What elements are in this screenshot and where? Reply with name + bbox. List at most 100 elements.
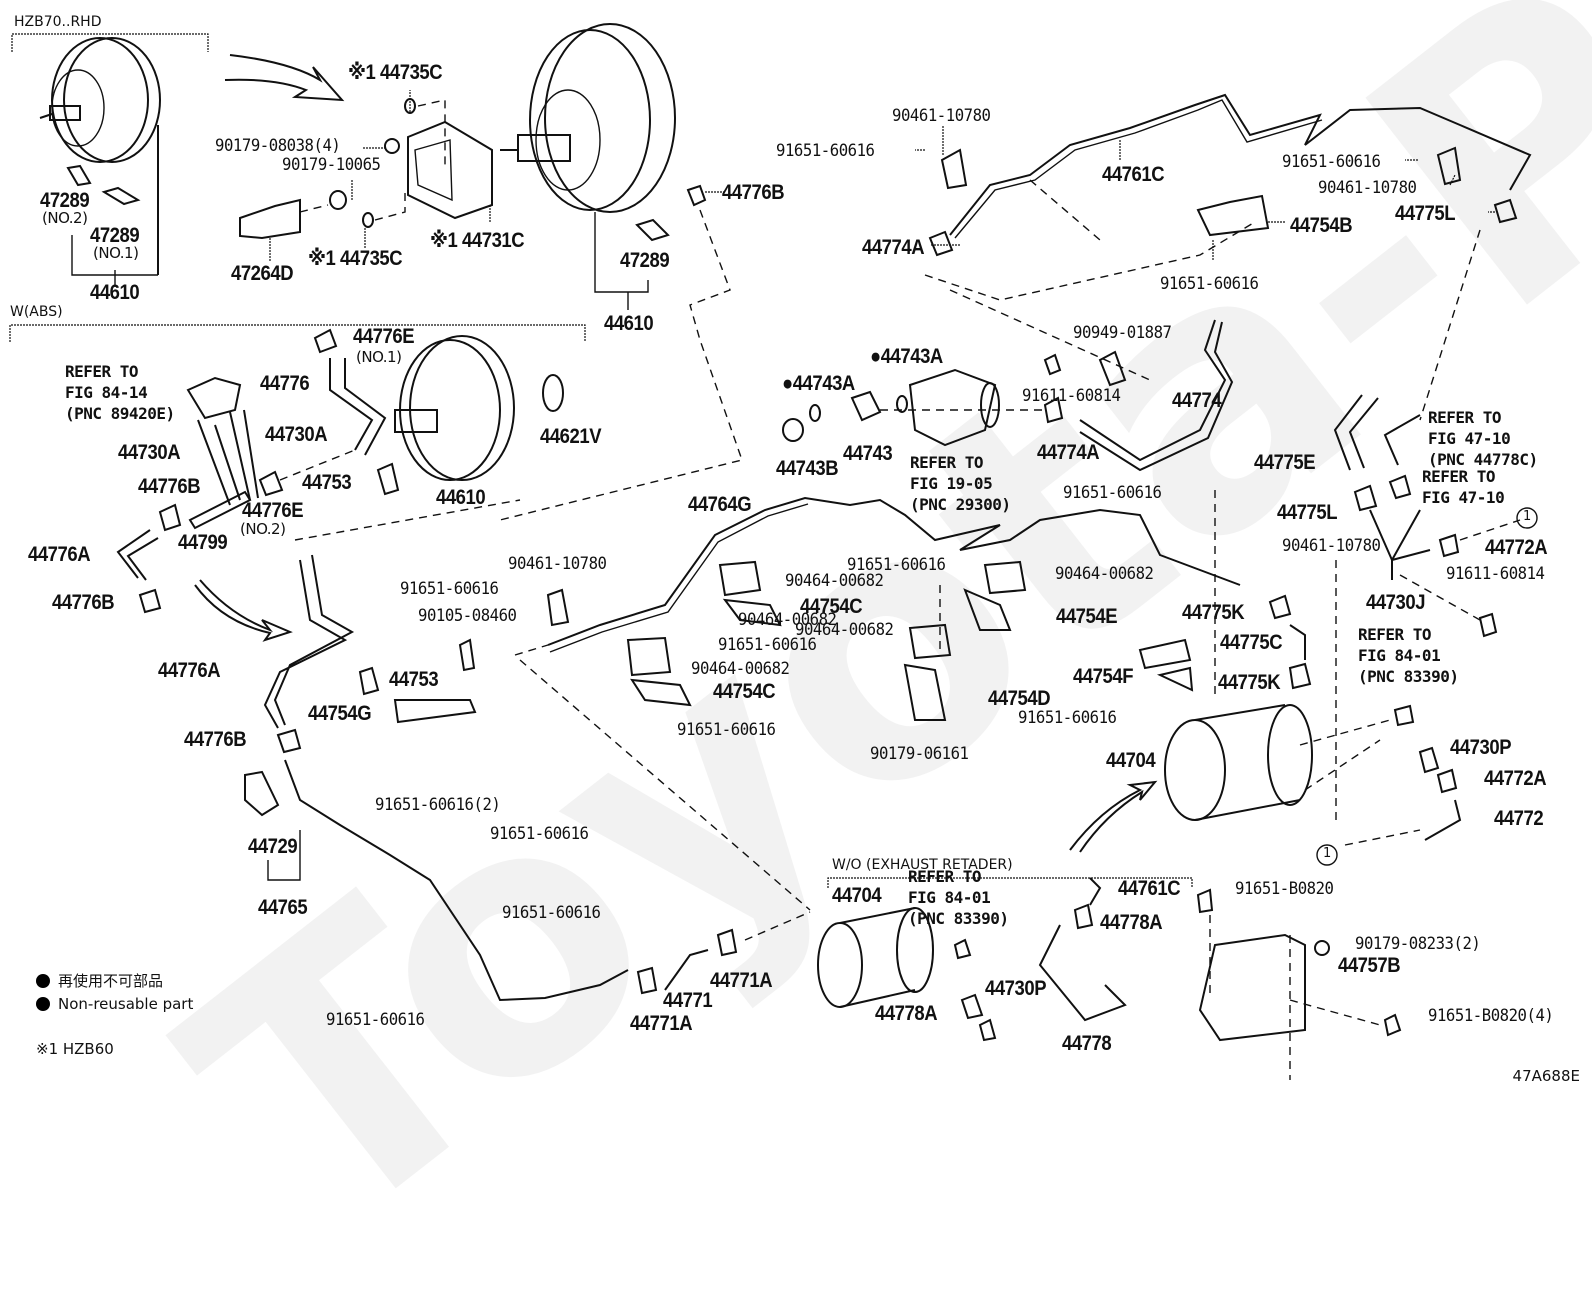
part-label[interactable]: 44610 [604, 312, 654, 335]
reference-note[interactable]: REFER TO FIG 47-10 [1422, 467, 1505, 507]
part-label[interactable]: 44775K [1182, 601, 1245, 624]
reference-note[interactable]: REFER TO FIG 84-01 (PNC 83390) [908, 867, 1009, 928]
part-label[interactable]: ※1 44735C [348, 61, 443, 84]
part-label[interactable]: 91651-60616 [776, 141, 875, 161]
part-label[interactable]: 91651-60616 [677, 720, 776, 740]
part-label[interactable]: 44704 [832, 884, 882, 907]
part-label[interactable]: 44753 [389, 668, 439, 691]
part-label[interactable]: 44778A [875, 1002, 938, 1025]
part-label[interactable]: 44753 [302, 471, 352, 494]
part-label[interactable]: 44610 [436, 486, 486, 509]
part-label[interactable]: 44743B [776, 457, 839, 480]
part-label[interactable]: 44730A [265, 423, 328, 446]
part-label[interactable]: 91651-60616 [1018, 708, 1117, 728]
part-label[interactable]: 47289 [90, 224, 140, 247]
part-label[interactable]: 90179-06161 [870, 744, 969, 764]
part-label[interactable]: 44704 [1106, 749, 1156, 772]
reference-note[interactable]: REFER TO FIG 84-01 (PNC 83390) [1358, 625, 1459, 686]
part-label[interactable]: 44743 [843, 442, 893, 465]
part-label[interactable]: 47289 [40, 189, 90, 212]
part-label[interactable]: 44772A [1484, 767, 1547, 790]
part-label[interactable]: 47289 [620, 249, 670, 272]
part-label[interactable]: 44776A [28, 543, 91, 566]
part-label[interactable]: 44729 [248, 835, 298, 858]
part-label[interactable]: 44754D [988, 687, 1051, 710]
part-label[interactable]: 90179-10065 [282, 155, 381, 175]
part-label[interactable]: 91651-60616 [400, 579, 499, 599]
part-label[interactable]: 91611-60814 [1446, 564, 1545, 584]
part-label[interactable]: 90461-10780 [508, 554, 607, 574]
part-label[interactable]: 90464-00682 [785, 571, 884, 591]
part-label[interactable]: 44776B [52, 591, 115, 614]
part-label[interactable]: 44730J [1366, 591, 1426, 614]
part-label[interactable]: 44761C [1118, 877, 1181, 900]
part-label[interactable]: 44775E [1254, 451, 1316, 474]
part-label[interactable]: 47264D [231, 262, 294, 285]
part-label[interactable]: ※1 44731C [430, 229, 525, 252]
part-label[interactable]: 44776E [353, 325, 415, 348]
part-label[interactable]: 90464-00682 [795, 620, 894, 640]
part-label[interactable]: 90464-00682 [738, 610, 837, 630]
part-label[interactable]: 91651-60616 [1160, 274, 1259, 294]
part-label[interactable]: 90461-10780 [1282, 536, 1381, 556]
part-label[interactable]: 44776 [260, 372, 310, 395]
part-label[interactable]: 44774 [1172, 389, 1222, 412]
part-label[interactable]: ※1 44735C [308, 247, 403, 270]
part-label[interactable]: 44754F [1073, 665, 1134, 688]
part-label[interactable]: 90464-00682 [1055, 564, 1154, 584]
part-label[interactable]: 44776B [138, 475, 201, 498]
reference-note[interactable]: REFER TO FIG 47-10 (PNC 44778C) [1428, 408, 1538, 469]
part-label[interactable]: 91651-B0820 [1235, 879, 1334, 899]
part-label[interactable]: 44730P [985, 977, 1047, 1000]
part-label[interactable]: 90179-08233(2) [1355, 934, 1481, 954]
part-label[interactable]: 44761C [1102, 163, 1165, 186]
part-label[interactable]: 91651-60616 [326, 1010, 425, 1030]
part-label[interactable]: 44754C [713, 680, 776, 703]
part-label[interactable]: 44775K [1218, 671, 1281, 694]
part-label[interactable]: 44799 [178, 531, 228, 554]
part-label[interactable]: 90461-10780 [892, 106, 991, 126]
part-label[interactable]: 44778A [1100, 911, 1163, 934]
part-label[interactable]: 44775L [1277, 501, 1338, 524]
part-label[interactable]: 44757B [1338, 954, 1401, 977]
part-label[interactable]: 44776A [158, 659, 221, 682]
part-label[interactable]: 90179-08038(4) [215, 136, 341, 156]
part-label[interactable]: ●44743A [870, 345, 943, 368]
part-label[interactable]: 44775C [1220, 631, 1283, 654]
part-label[interactable]: 44754E [1056, 605, 1118, 628]
part-label[interactable]: 91611-60814 [1022, 386, 1121, 406]
part-label[interactable]: 44775L [1395, 202, 1456, 225]
part-label[interactable]: 91651-60616 [718, 635, 817, 655]
part-label[interactable]: 44778 [1062, 1032, 1112, 1055]
part-label[interactable]: ●44743A [782, 372, 855, 395]
reference-note[interactable]: REFER TO FIG 19-05 (PNC 29300) [910, 453, 1011, 514]
part-label[interactable]: 91651-60616 [502, 903, 601, 923]
part-label[interactable]: 44774A [862, 236, 925, 259]
part-label[interactable]: 91651-60616(2) [375, 795, 501, 815]
part-label[interactable]: 44776B [184, 728, 247, 751]
part-label[interactable]: 44754G [308, 702, 372, 725]
part-label[interactable]: 90461-10780 [1318, 178, 1417, 198]
part-label[interactable]: 90464-00682 [691, 659, 790, 679]
reference-note[interactable]: REFER TO FIG 84-14 (PNC 89420E) [65, 362, 175, 423]
part-label[interactable]: 90949-01887 [1073, 323, 1172, 343]
part-label[interactable]: 44774A [1037, 441, 1100, 464]
part-label[interactable]: 91651-B0820(4) [1428, 1006, 1554, 1026]
part-label[interactable]: 91651-60616 [490, 824, 589, 844]
part-label[interactable]: 44776E [242, 499, 304, 522]
part-label[interactable]: 91651-60616 [1282, 152, 1381, 172]
part-label[interactable]: 44772A [1485, 536, 1548, 559]
part-label[interactable]: 44754C [800, 595, 863, 618]
part-label[interactable]: 44764G [688, 493, 752, 516]
part-label[interactable]: 91651-60616 [1063, 483, 1162, 503]
part-label[interactable]: 44754B [1290, 214, 1353, 237]
part-label[interactable]: 91651-60616 [847, 555, 946, 575]
part-label[interactable]: 44771A [710, 969, 773, 992]
part-label[interactable]: 44730A [118, 441, 181, 464]
part-label[interactable]: 44765 [258, 896, 308, 919]
part-label[interactable]: 44771A [630, 1012, 693, 1035]
part-label[interactable]: 44776B [722, 181, 785, 204]
part-label[interactable]: 44772 [1494, 807, 1544, 830]
part-label[interactable]: 44730P [1450, 736, 1512, 759]
part-label[interactable]: 44610 [90, 281, 140, 304]
